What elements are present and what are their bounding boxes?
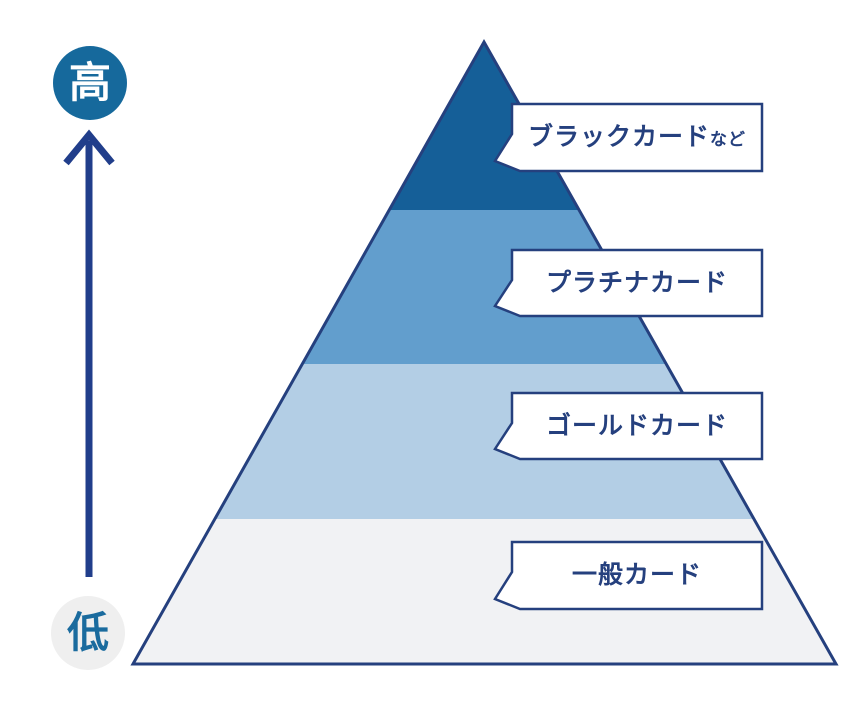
low-label-text: 低 [66, 609, 109, 656]
up-arrow-icon [63, 129, 115, 577]
bubble-shape-regular-card [493, 540, 764, 611]
bubble-text-black-card: ブラックカード [527, 123, 710, 151]
bubble-text-gold-card: ゴールドカード [545, 411, 728, 440]
bubble-shape-gold-card [493, 391, 764, 461]
high-label: 高 [53, 46, 127, 120]
bubble-label-gold-card: ゴールドカード [512, 393, 762, 459]
low-circle [51, 596, 125, 670]
bubble-label-black-card: ブラックカードなど [512, 104, 762, 171]
bubble-label-regular-card: 一般カード [512, 542, 762, 609]
high-circle [53, 46, 127, 120]
high-label-text: 高 [68, 59, 111, 106]
bubble-label-platinum-card: プラチナカード [512, 250, 762, 316]
bubble-shape-platinum-card [493, 248, 764, 318]
tier-shape-platinum-card [302, 210, 666, 364]
bubble-suffix-black-card: など [710, 130, 746, 149]
bubble-text-regular-card: 一般カード [571, 561, 702, 589]
bubble-text-platinum-card: プラチナカード [545, 268, 728, 297]
pyramid-outline [130, 38, 839, 666]
low-label: 低 [51, 596, 125, 670]
bubble-shape-black-card [493, 102, 764, 173]
